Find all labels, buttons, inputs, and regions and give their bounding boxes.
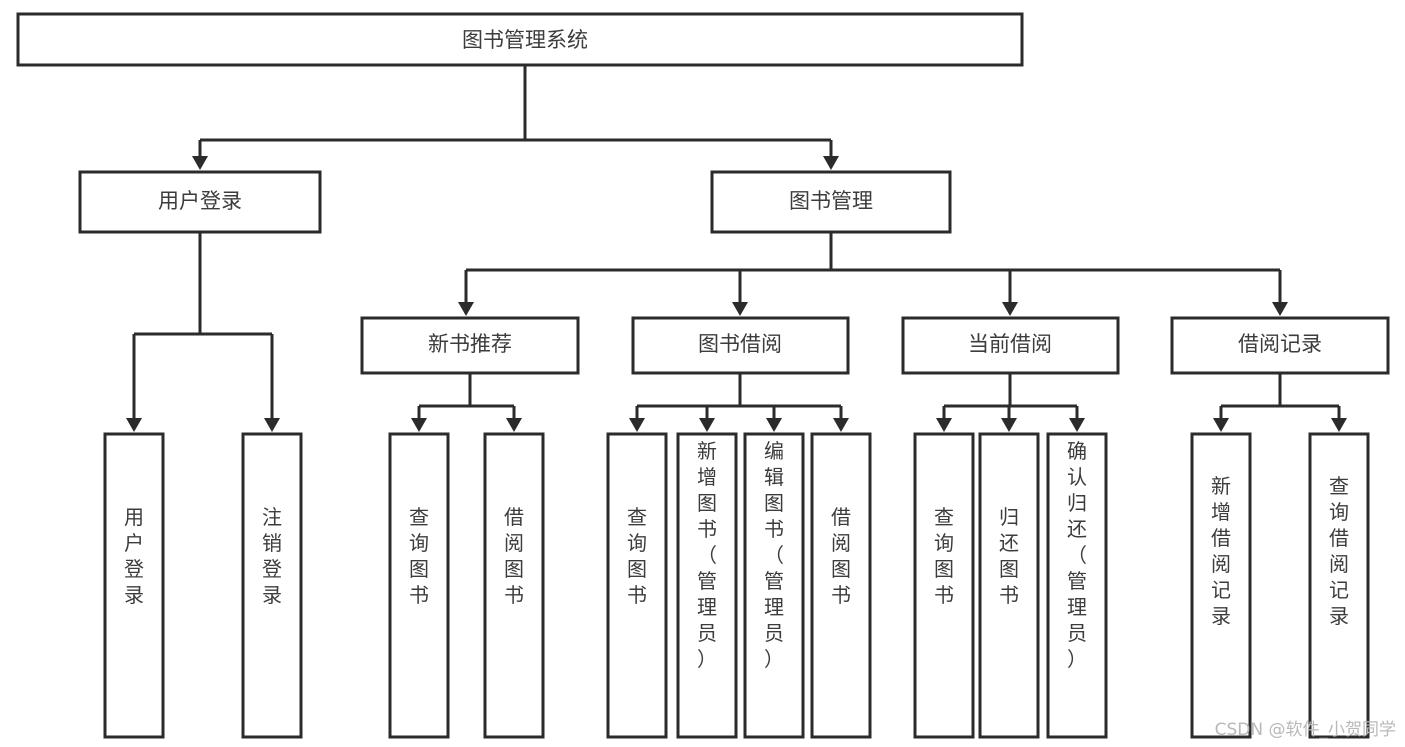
arrow-to-leaf-return-book <box>1001 418 1017 432</box>
node-label-new-book-recommend: 新书推荐 <box>428 332 512 356</box>
node-label-leaf-borrow-book: 借阅图书 <box>831 505 851 607</box>
node-book-borrow[interactable]: 图书借阅 <box>631 316 850 375</box>
node-leaf-query-book-current[interactable]: 查询图书 <box>913 432 975 739</box>
node-book-management[interactable]: 图书管理 <box>710 170 952 234</box>
arrow-to-leaf-confirm-return <box>1069 418 1085 432</box>
arrow-to-leaf-borrow-book <box>833 418 849 432</box>
node-label-leaf-add-book-admin: 新增图书（管理员） <box>697 439 717 671</box>
node-leaf-add-book-admin[interactable]: 新增图书（管理员） <box>676 432 738 739</box>
arrow-to-leaf-edit-book <box>766 418 782 432</box>
node-box-leaf-query-book-borrow[interactable] <box>606 432 668 739</box>
node-current-borrow[interactable]: 当前借阅 <box>901 316 1120 375</box>
node-label-book-management: 图书管理 <box>789 189 873 213</box>
node-box-leaf-edit-book-admin[interactable] <box>743 432 805 739</box>
node-label-borrow-record: 借阅记录 <box>1238 332 1322 356</box>
node-label-leaf-return-book: 归还图书 <box>999 505 1019 607</box>
arrow-to-user-login <box>192 156 208 170</box>
node-box-leaf-confirm-return-admin[interactable] <box>1046 432 1108 739</box>
arrow-to-leaf-add-book <box>699 418 715 432</box>
node-leaf-query-borrow-record[interactable]: 查询借阅记录 <box>1308 432 1370 739</box>
node-box-new-book-recommend[interactable] <box>360 316 580 375</box>
arrow-to-current <box>1002 302 1018 316</box>
node-label-leaf-edit-book-admin: 编辑图书（管理员） <box>764 439 784 671</box>
node-label-leaf-query-borrow-record: 查询借阅记录 <box>1329 474 1349 628</box>
node-leaf-borrow-book[interactable]: 借阅图书 <box>810 432 872 739</box>
node-leaf-confirm-return-admin[interactable]: 确认归还（管理员） <box>1046 432 1108 739</box>
node-label-leaf-query-book-recommend: 查询图书 <box>409 505 429 607</box>
node-box-leaf-logout[interactable] <box>241 432 303 739</box>
node-box-leaf-query-book-recommend[interactable] <box>388 432 450 739</box>
node-box-book-management[interactable] <box>710 170 952 234</box>
node-box-leaf-query-borrow-record[interactable] <box>1308 432 1370 739</box>
node-label-current-borrow: 当前借阅 <box>968 332 1052 356</box>
arrow-to-leaf-user-login <box>126 418 142 432</box>
node-label-leaf-logout: 注销登录 <box>262 505 282 607</box>
node-label-leaf-borrow-book-recommend: 借阅图书 <box>504 505 524 607</box>
node-box-leaf-add-book-admin[interactable] <box>676 432 738 739</box>
arrow-to-leaf-query-borrow <box>629 418 645 432</box>
node-new-book-recommend[interactable]: 新书推荐 <box>360 316 580 375</box>
node-label-book-borrow: 图书借阅 <box>698 332 782 356</box>
node-label-user-login: 用户登录 <box>158 189 242 213</box>
node-leaf-query-book-borrow[interactable]: 查询图书 <box>606 432 668 739</box>
nodes-layer: 图书管理系统用户登录图书管理新书推荐图书借阅当前借阅借阅记录用户登录注销登录查询… <box>16 12 1390 739</box>
node-box-leaf-borrow-book-recommend[interactable] <box>483 432 545 739</box>
node-leaf-add-borrow-record[interactable]: 新增借阅记录 <box>1190 432 1252 739</box>
node-leaf-borrow-book-recommend[interactable]: 借阅图书 <box>483 432 545 739</box>
arrow-to-book-mgmt <box>823 156 839 170</box>
node-label-leaf-query-book-current: 查询图书 <box>934 505 954 607</box>
node-leaf-logout[interactable]: 注销登录 <box>241 432 303 739</box>
arrow-to-leaf-query-current <box>936 418 952 432</box>
arrow-heads-layer <box>126 156 1347 432</box>
node-leaf-user-login[interactable]: 用户登录 <box>103 432 165 739</box>
arrow-to-leaf-add-record <box>1213 418 1229 432</box>
node-label-leaf-add-borrow-record: 新增借阅记录 <box>1211 474 1231 628</box>
arrow-to-record <box>1272 302 1288 316</box>
node-box-book-borrow[interactable] <box>631 316 850 375</box>
node-leaf-query-book-recommend[interactable]: 查询图书 <box>388 432 450 739</box>
node-box-current-borrow[interactable] <box>901 316 1120 375</box>
node-root[interactable]: 图书管理系统 <box>16 12 1024 67</box>
arrow-to-leaf-borrow-rec <box>506 418 522 432</box>
arrow-to-recommend <box>458 302 474 316</box>
node-box-user-login[interactable] <box>78 170 322 234</box>
node-box-leaf-borrow-book[interactable] <box>810 432 872 739</box>
node-box-leaf-query-book-current[interactable] <box>913 432 975 739</box>
node-box-root[interactable] <box>16 12 1024 67</box>
node-label-leaf-user-login: 用户登录 <box>124 505 144 607</box>
node-box-leaf-user-login[interactable] <box>103 432 165 739</box>
arrow-to-leaf-logout <box>264 418 280 432</box>
csdn-watermark: CSDN @软件_小贺同学 <box>1215 720 1396 740</box>
node-user-login[interactable]: 用户登录 <box>78 170 322 234</box>
node-leaf-edit-book-admin[interactable]: 编辑图书（管理员） <box>743 432 805 739</box>
arrow-to-leaf-query-rec <box>411 418 427 432</box>
watermark-layer: CSDN @软件_小贺同学 <box>1215 720 1396 740</box>
node-leaf-return-book[interactable]: 归还图书 <box>978 432 1040 739</box>
node-label-leaf-query-book-borrow: 查询图书 <box>627 505 647 607</box>
arrow-to-leaf-query-record <box>1331 418 1347 432</box>
node-box-leaf-add-borrow-record[interactable] <box>1190 432 1252 739</box>
node-box-borrow-record[interactable] <box>1170 316 1390 375</box>
node-label-root: 图书管理系统 <box>462 28 588 52</box>
node-box-leaf-return-book[interactable] <box>978 432 1040 739</box>
arrow-to-borrow <box>732 302 748 316</box>
node-borrow-record[interactable]: 借阅记录 <box>1170 316 1390 375</box>
node-label-leaf-confirm-return-admin: 确认归还（管理员） <box>1067 439 1087 671</box>
